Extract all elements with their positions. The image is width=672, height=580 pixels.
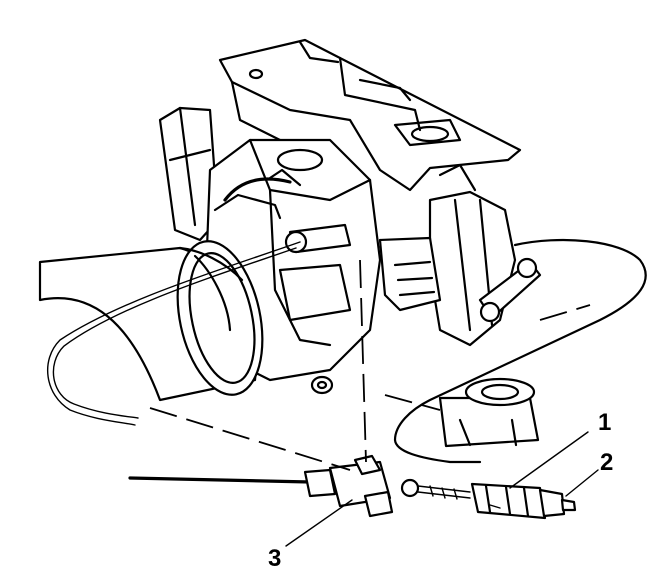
cable-assembly-lower [128, 454, 471, 518]
callout-2: 2 [600, 449, 613, 476]
intake-plenum [393, 238, 647, 464]
throttle-lever-assembly [378, 163, 542, 347]
callout-3: 3 [268, 545, 281, 572]
mounting-bracket [218, 38, 522, 192]
accelerator-cable [46, 241, 301, 426]
callout-1: 1 [598, 409, 611, 436]
leader-lines [285, 431, 599, 547]
cable-terminal-connector [470, 482, 577, 520]
air-intake-duct [38, 240, 264, 402]
support-frame [158, 106, 220, 242]
alignment-lines [149, 259, 591, 471]
cable-housing-upper [213, 168, 352, 254]
